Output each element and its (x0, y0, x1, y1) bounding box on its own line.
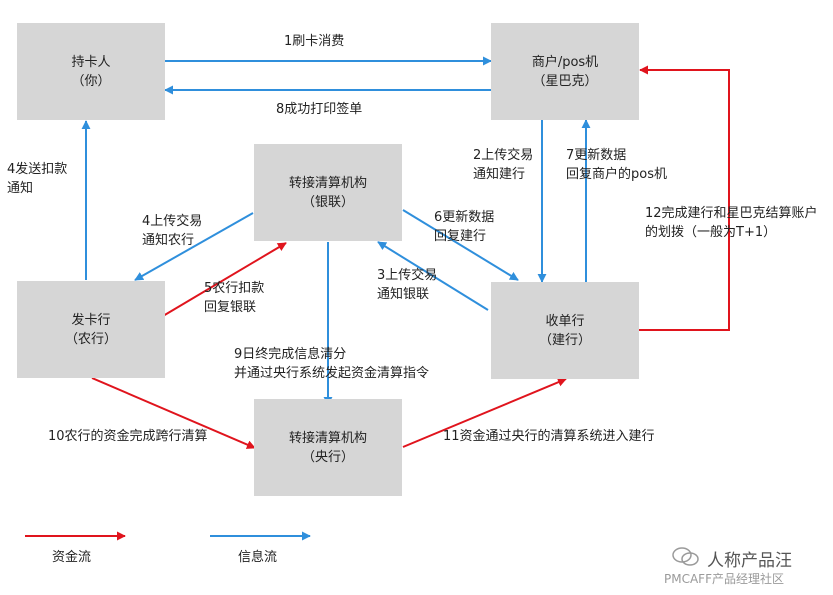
step1-label: 1刷卡消费 (284, 34, 345, 49)
arrow-step10 (91, 377, 256, 449)
central-bank-name: 转接清算机构 (288, 430, 367, 446)
central-bank-node: 转接清算机构 （央行） (254, 399, 402, 496)
cardholder-note: （你） (71, 73, 111, 89)
merchant-note: （星巴克） (532, 73, 598, 89)
issuer-bank-note: （农行） (64, 331, 117, 347)
step4-notify-label: 4发送扣款 通知 (7, 162, 68, 196)
unionpay-node: 转接清算机构 （银联） (254, 144, 402, 241)
unionpay-name: 转接清算机构 (288, 175, 367, 191)
step8-label: 8成功打印签单 (276, 102, 363, 117)
unionpay-note: （银联） (301, 194, 354, 210)
step5-label: 5农行扣款 回复银联 (204, 281, 265, 315)
step3-label: 3上传交易 通知银联 (377, 268, 438, 302)
legend-info-label: 信息流 (238, 550, 278, 565)
step7-label: 7更新数据 回复商户的pos机 (566, 148, 667, 182)
legend-fund-label: 资金流 (52, 550, 92, 565)
cardholder-name: 持卡人 (71, 54, 111, 70)
arrow-step12 (639, 65, 730, 331)
step10-label: 10农行的资金完成跨行清算 (48, 429, 208, 444)
issuer-bank-name: 发卡行 (71, 312, 111, 328)
arrow-step11 (402, 377, 567, 448)
watermark-author: 人称产品汪 (707, 551, 792, 571)
cardholder-node: 持卡人 （你） (17, 23, 165, 120)
watermark-community: PMCAFF产品经理社区 (664, 572, 784, 586)
step9-label: 9日终完成信息清分 并通过央行系统发起资金清算指令 (234, 347, 430, 381)
issuer-bank-node: 发卡行 （农行） (17, 281, 165, 378)
central-bank-note: （央行） (301, 449, 354, 465)
acquirer-bank-note: （建行） (538, 332, 591, 348)
acquirer-bank-node: 收单行 （建行） (491, 282, 639, 379)
merchant-name: 商户/pos机 (531, 54, 599, 70)
step2-label: 2上传交易 通知建行 (473, 148, 534, 182)
merchant-node: 商户/pos机 （星巴克） (491, 23, 639, 120)
acquirer-bank-name: 收单行 (545, 313, 585, 329)
arrow-step6 (402, 209, 519, 281)
step11-label: 11资金通过央行的清算系统进入建行 (443, 429, 655, 444)
arrow-step4-upload (134, 212, 254, 281)
step4-upload-label: 4上传交易 通知农行 (142, 214, 203, 248)
arrow-step5 (162, 242, 287, 317)
step12-label: 12完成建行和星巴克结算账户 的划拨（一般为T+1） (645, 206, 818, 240)
step6-label: 6更新数据 回复建行 (434, 210, 495, 244)
arrow-step3 (377, 241, 489, 311)
wechat-icon (672, 547, 699, 566)
